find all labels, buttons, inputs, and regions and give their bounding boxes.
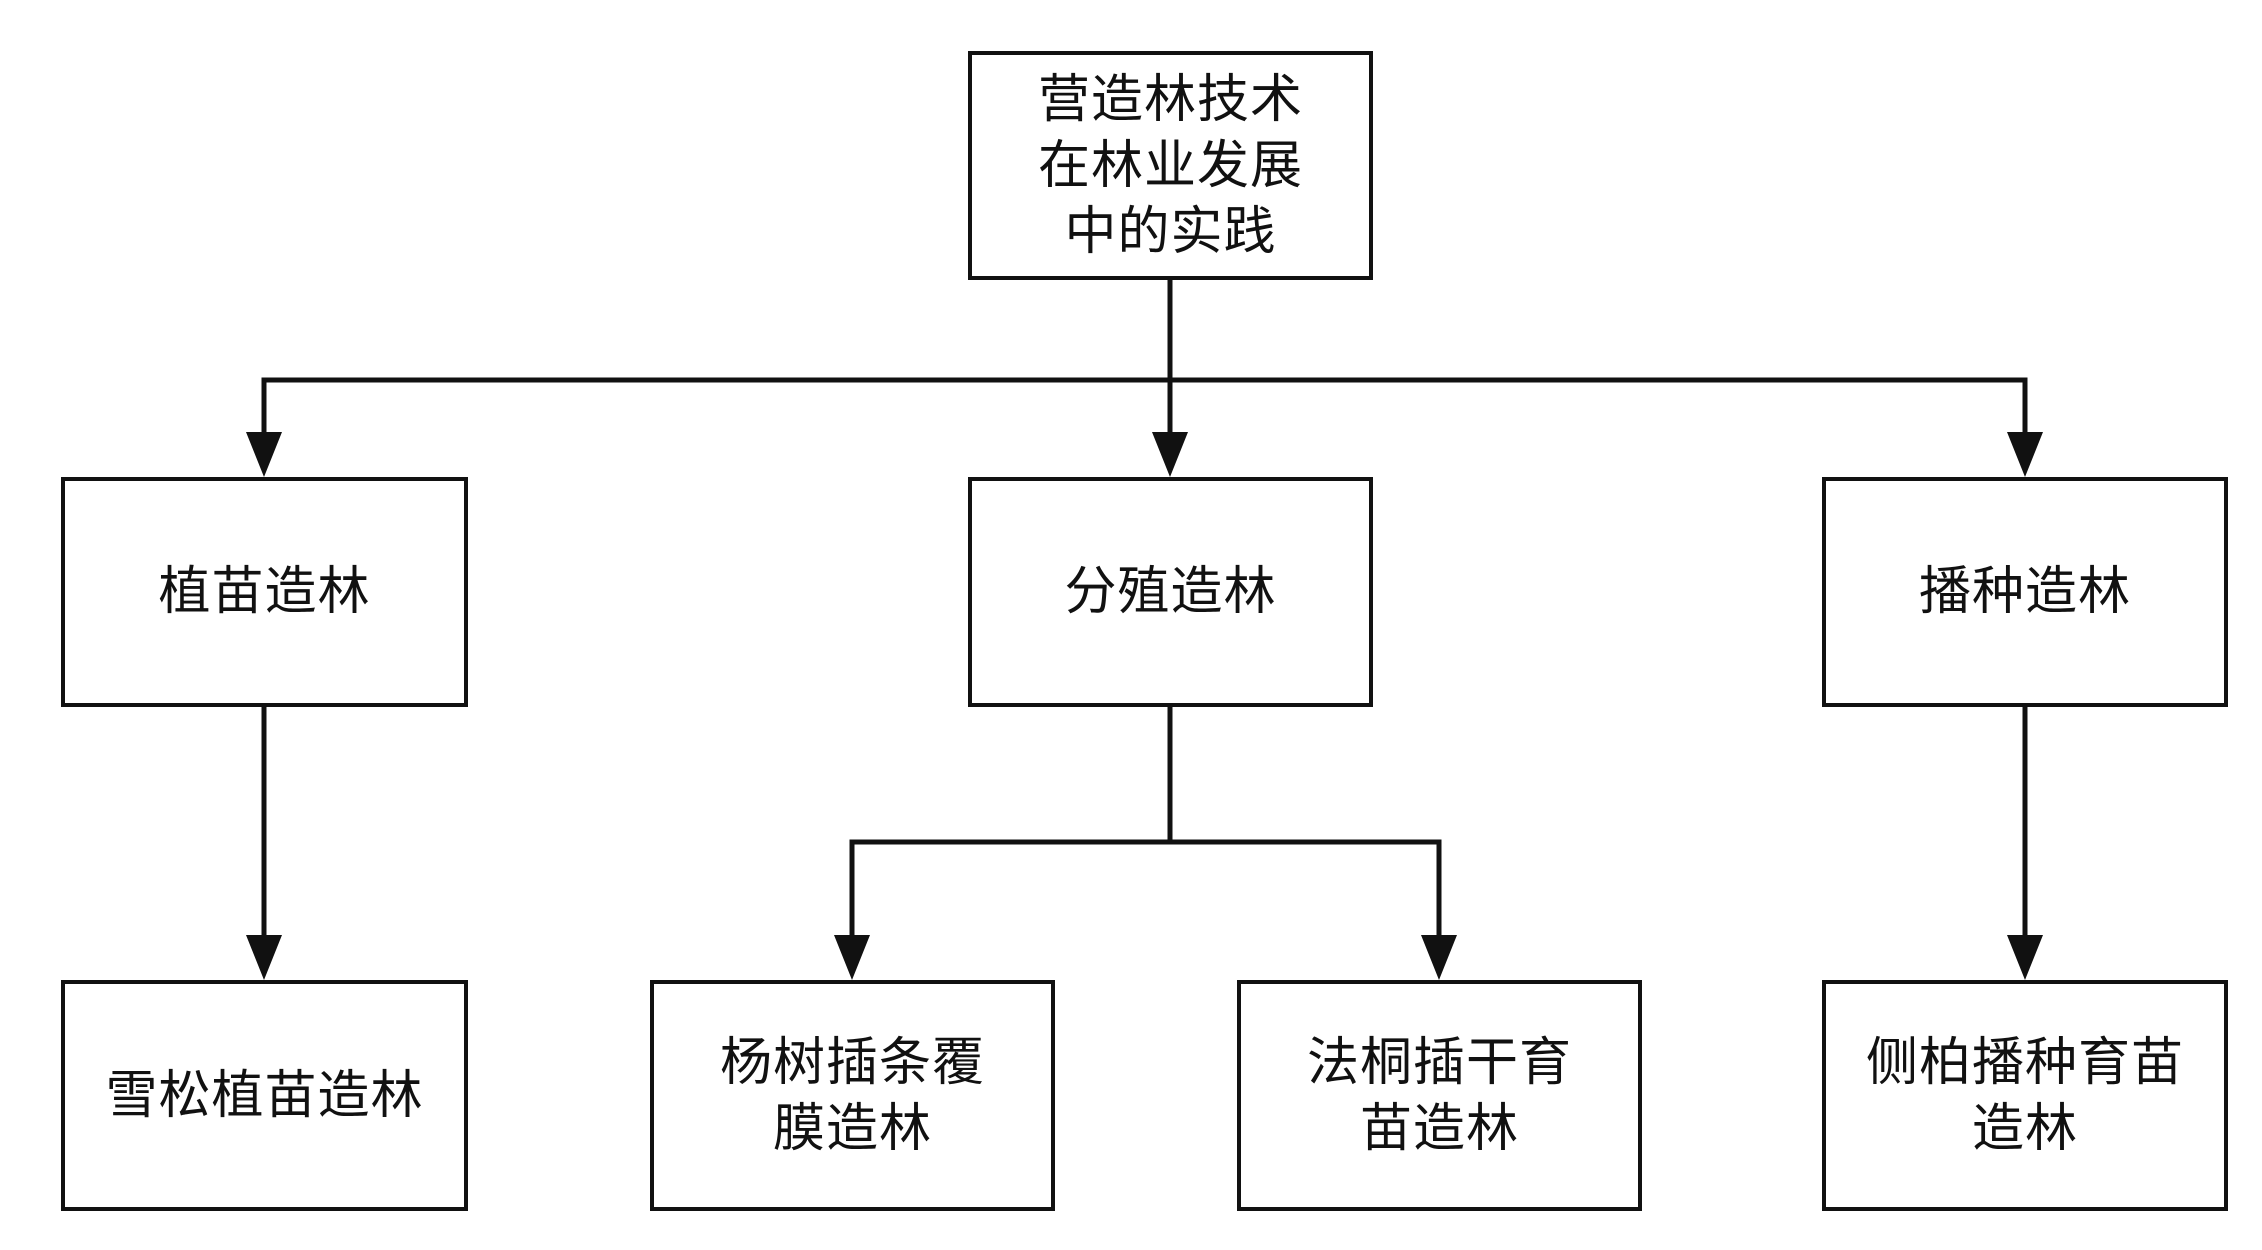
node-propagation: 分殖造林: [968, 477, 1373, 707]
node-cedar: 雪松植苗造林: [61, 980, 468, 1211]
arrowhead-paulownia: [1421, 935, 1457, 980]
arrowhead-poplar: [834, 935, 870, 980]
node-sowing-label: 播种造林: [1918, 562, 2131, 622]
node-paulownia: 法桐插干育 苗造林: [1237, 980, 1642, 1211]
node-cedar-label: 雪松植苗造林: [105, 1065, 424, 1126]
node-cypress-label: 侧柏播种育苗 造林: [1865, 1032, 2184, 1159]
arrowhead-sowing: [2007, 432, 2043, 477]
node-sowing: 播种造林: [1822, 477, 2228, 707]
node-seedling-planting: 植苗造林: [61, 477, 468, 707]
node-poplar-label: 杨树插条覆 膜造林: [719, 1032, 985, 1159]
node-paulownia-label: 法桐插干育 苗造林: [1306, 1032, 1572, 1159]
arrowhead-cedar: [246, 935, 282, 980]
node-propagation-label: 分殖造林: [1064, 562, 1277, 622]
node-seedling-planting-label: 植苗造林: [158, 562, 371, 622]
node-root-label: 营造林技术 在林业发展 中的实践: [1037, 69, 1303, 262]
arrowhead-cypress: [2007, 935, 2043, 980]
node-poplar: 杨树插条覆 膜造林: [650, 980, 1055, 1211]
arrowhead-planting: [246, 432, 282, 477]
node-root: 营造林技术 在林业发展 中的实践: [968, 51, 1373, 280]
arrowhead-propagation: [1152, 432, 1188, 477]
node-cypress: 侧柏播种育苗 造林: [1822, 980, 2228, 1211]
